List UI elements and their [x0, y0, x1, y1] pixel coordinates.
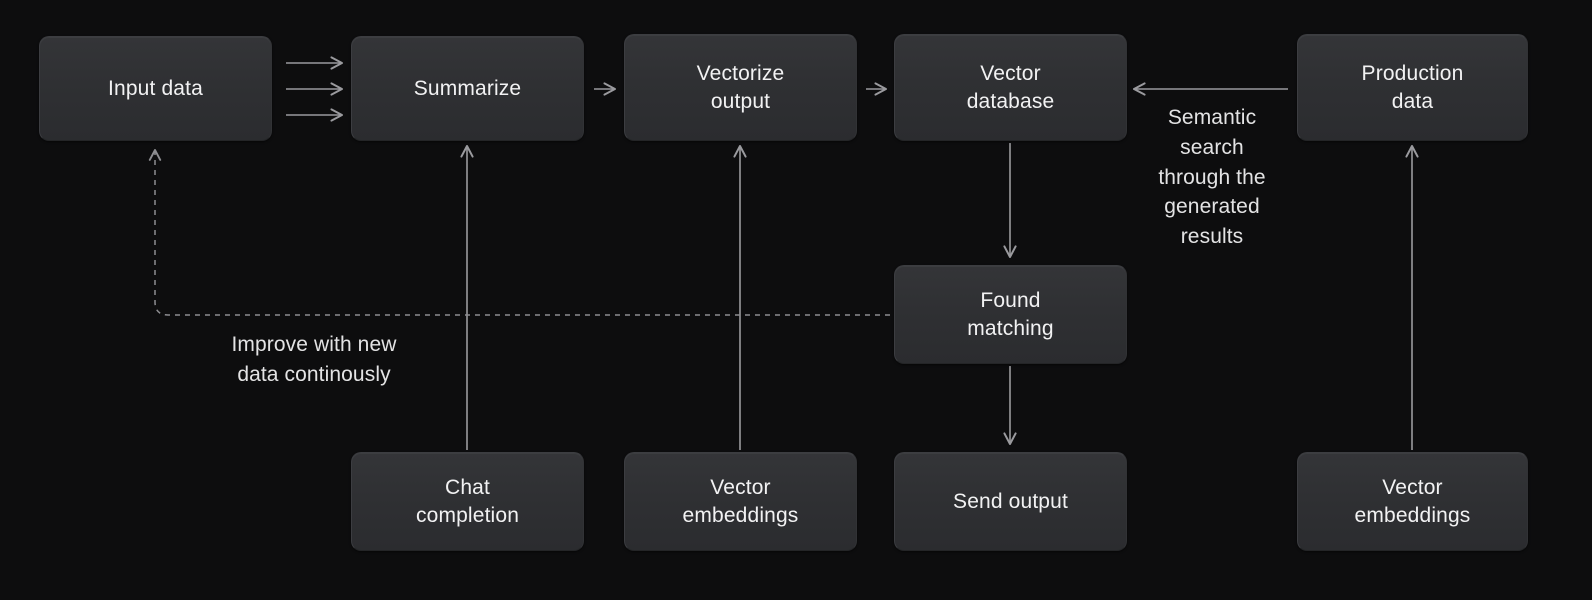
node-vector-embeddings-right[interactable]: Vector embeddings: [1297, 452, 1528, 551]
edge-label-improve-loop: Improve with new data continously: [231, 333, 397, 386]
connector-found-to-input-feedback: [148, 149, 890, 316]
node-send-output[interactable]: Send output: [894, 452, 1127, 551]
edge-label-semantic-search: Semantic search through the generated re…: [1158, 106, 1266, 249]
node-label: Vectorize output: [696, 61, 785, 113]
node-summarize[interactable]: Summarize: [351, 36, 584, 141]
node-label: Summarize: [413, 76, 522, 100]
node-vectorize-output[interactable]: Vectorize output: [624, 34, 857, 141]
node-label: Vector database: [966, 61, 1055, 113]
node-vector-embeddings-mid[interactable]: Vector embeddings: [624, 452, 857, 551]
node-found-matching[interactable]: Found matching: [894, 265, 1127, 364]
node-label: Input data: [108, 76, 203, 100]
node-chat-completion[interactable]: Chat completion: [351, 452, 584, 551]
node-label: Vector embeddings: [682, 475, 799, 527]
node-production-data[interactable]: Production data: [1297, 34, 1528, 141]
node-label: Chat completion: [415, 475, 520, 527]
node-input-data[interactable]: Input data: [39, 36, 272, 141]
node-label: Production data: [1361, 61, 1464, 113]
node-label: Vector embeddings: [1354, 475, 1471, 527]
node-vector-database[interactable]: Vector database: [894, 34, 1127, 141]
node-label: Found matching: [967, 288, 1054, 340]
node-label: Send output: [953, 489, 1068, 513]
